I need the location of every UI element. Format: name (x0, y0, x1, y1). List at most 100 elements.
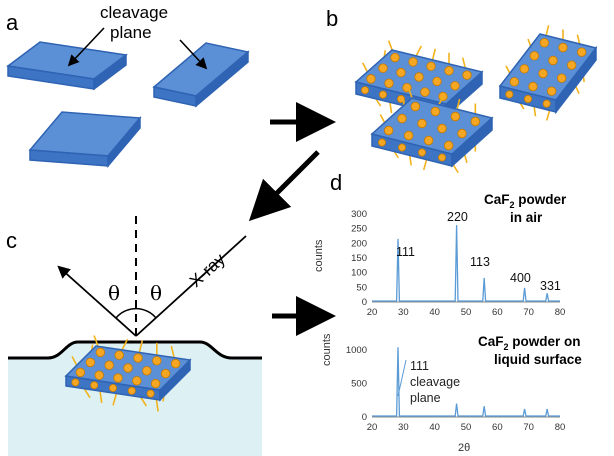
nanoparticle (462, 70, 472, 80)
nanoparticle (423, 135, 434, 146)
nanoparticle (377, 138, 386, 147)
nanoparticle (170, 358, 181, 369)
y-tick-label: 0 (362, 412, 367, 423)
y-tick-label: 300 (351, 209, 367, 220)
nanoparticle (548, 55, 558, 66)
nanoparticle (104, 360, 114, 370)
panel-b-letter: b (326, 6, 338, 31)
nanoparticle (426, 61, 436, 72)
nanoparticle (366, 74, 376, 84)
nanoparticle (538, 68, 548, 79)
nanoparticle (142, 366, 152, 376)
peak-label: 331 (540, 279, 561, 293)
y-tick-label: 250 (351, 224, 367, 235)
nanoparticle (417, 148, 426, 157)
x-tick-label: 70 (523, 422, 534, 433)
nanoparticle (75, 367, 86, 378)
nanoparticle (410, 101, 421, 112)
nanoparticle (430, 106, 441, 117)
cleavage-arrow-right (179, 39, 208, 70)
y-tick-label: 0 (362, 297, 367, 308)
nanoparticle (85, 357, 96, 368)
panel-d-letter: d (330, 170, 342, 195)
crystal-top-face (370, 97, 494, 155)
annotation-111: 111 (410, 359, 429, 373)
crystal-top-face (498, 33, 598, 101)
annotation-plane: plane (410, 391, 441, 405)
nanoparticle (383, 125, 394, 136)
nanoparticle (420, 87, 430, 97)
nanoparticle (470, 116, 481, 127)
x-tick-label: 30 (398, 307, 409, 318)
y-tick-label: 100 (351, 268, 367, 279)
nanoparticle (146, 389, 155, 398)
nanoparticle (505, 90, 514, 99)
chart-air-ylabel: counts (313, 239, 325, 272)
x-tick-label: 20 (367, 422, 378, 433)
crystal-plate-3 (28, 111, 142, 169)
x-tick-label: 20 (367, 307, 378, 318)
nanoparticle (519, 64, 530, 74)
x-tick-label: 80 (555, 307, 566, 318)
nanoparticle (113, 373, 123, 383)
nanoparticle (95, 347, 106, 358)
angle-arc (115, 307, 157, 319)
nanoparticle (127, 386, 136, 395)
nanoparticle (360, 86, 369, 95)
crystal-plate-1 (6, 41, 128, 91)
nanoparticle (396, 67, 406, 78)
crystal-plate-2 (152, 42, 250, 108)
x-tick-label: 70 (523, 307, 534, 318)
x-tick-label: 80 (555, 422, 566, 433)
panel-c: c θ θ X-ray (6, 216, 262, 456)
nanoparticle (403, 130, 414, 141)
peak-label: 400 (510, 271, 531, 285)
nanoparticle (432, 76, 442, 87)
floating-crystal (64, 335, 192, 412)
chart-air-title: CaF2 powder (484, 192, 567, 210)
x-tick-label: 40 (429, 307, 440, 318)
nanoparticle (576, 47, 587, 57)
functionalized-crystal-3 (370, 89, 494, 174)
nanoparticle (114, 350, 124, 360)
y-tick-label: 150 (351, 253, 367, 264)
nanoparticle (546, 86, 557, 96)
x-tick-label: 50 (461, 422, 472, 433)
incident-beam (135, 235, 247, 337)
chart-air-title-line2: in air (510, 210, 543, 225)
nanoparticle (542, 99, 551, 108)
nanoparticle (539, 38, 550, 48)
nanoparticle (397, 143, 406, 152)
xray-label: X-ray (186, 249, 229, 291)
peak-label: 111 (396, 245, 415, 259)
nanoparticle (437, 153, 446, 162)
nanoparticle (109, 383, 118, 392)
x-tick-label: 40 (429, 422, 440, 433)
chart-air-series (372, 225, 560, 302)
nanoparticle (558, 42, 568, 53)
nanoparticle (443, 140, 454, 151)
nanoparticle (378, 63, 388, 73)
nanoparticle (384, 78, 394, 88)
nanoparticle (524, 95, 533, 104)
y-tick-label: 200 (351, 238, 367, 249)
nanoparticle (417, 118, 427, 129)
nanoparticle (450, 111, 461, 122)
chart-liquid-title: CaF2 powder on (478, 334, 581, 352)
cleavage-label: cleavage (100, 3, 168, 22)
x-tick-label: 50 (461, 307, 472, 318)
theta-right: θ (150, 281, 162, 305)
nanoparticle (123, 363, 133, 373)
nanoparticle (437, 123, 447, 134)
nanoparticle (132, 376, 142, 386)
nanoparticle (414, 72, 424, 82)
annotation-pointer (397, 359, 407, 397)
plane-label: plane (110, 23, 152, 42)
nanoparticle (90, 381, 99, 390)
peak-label: 113 (470, 255, 490, 269)
panel-a-letter: a (6, 10, 19, 35)
